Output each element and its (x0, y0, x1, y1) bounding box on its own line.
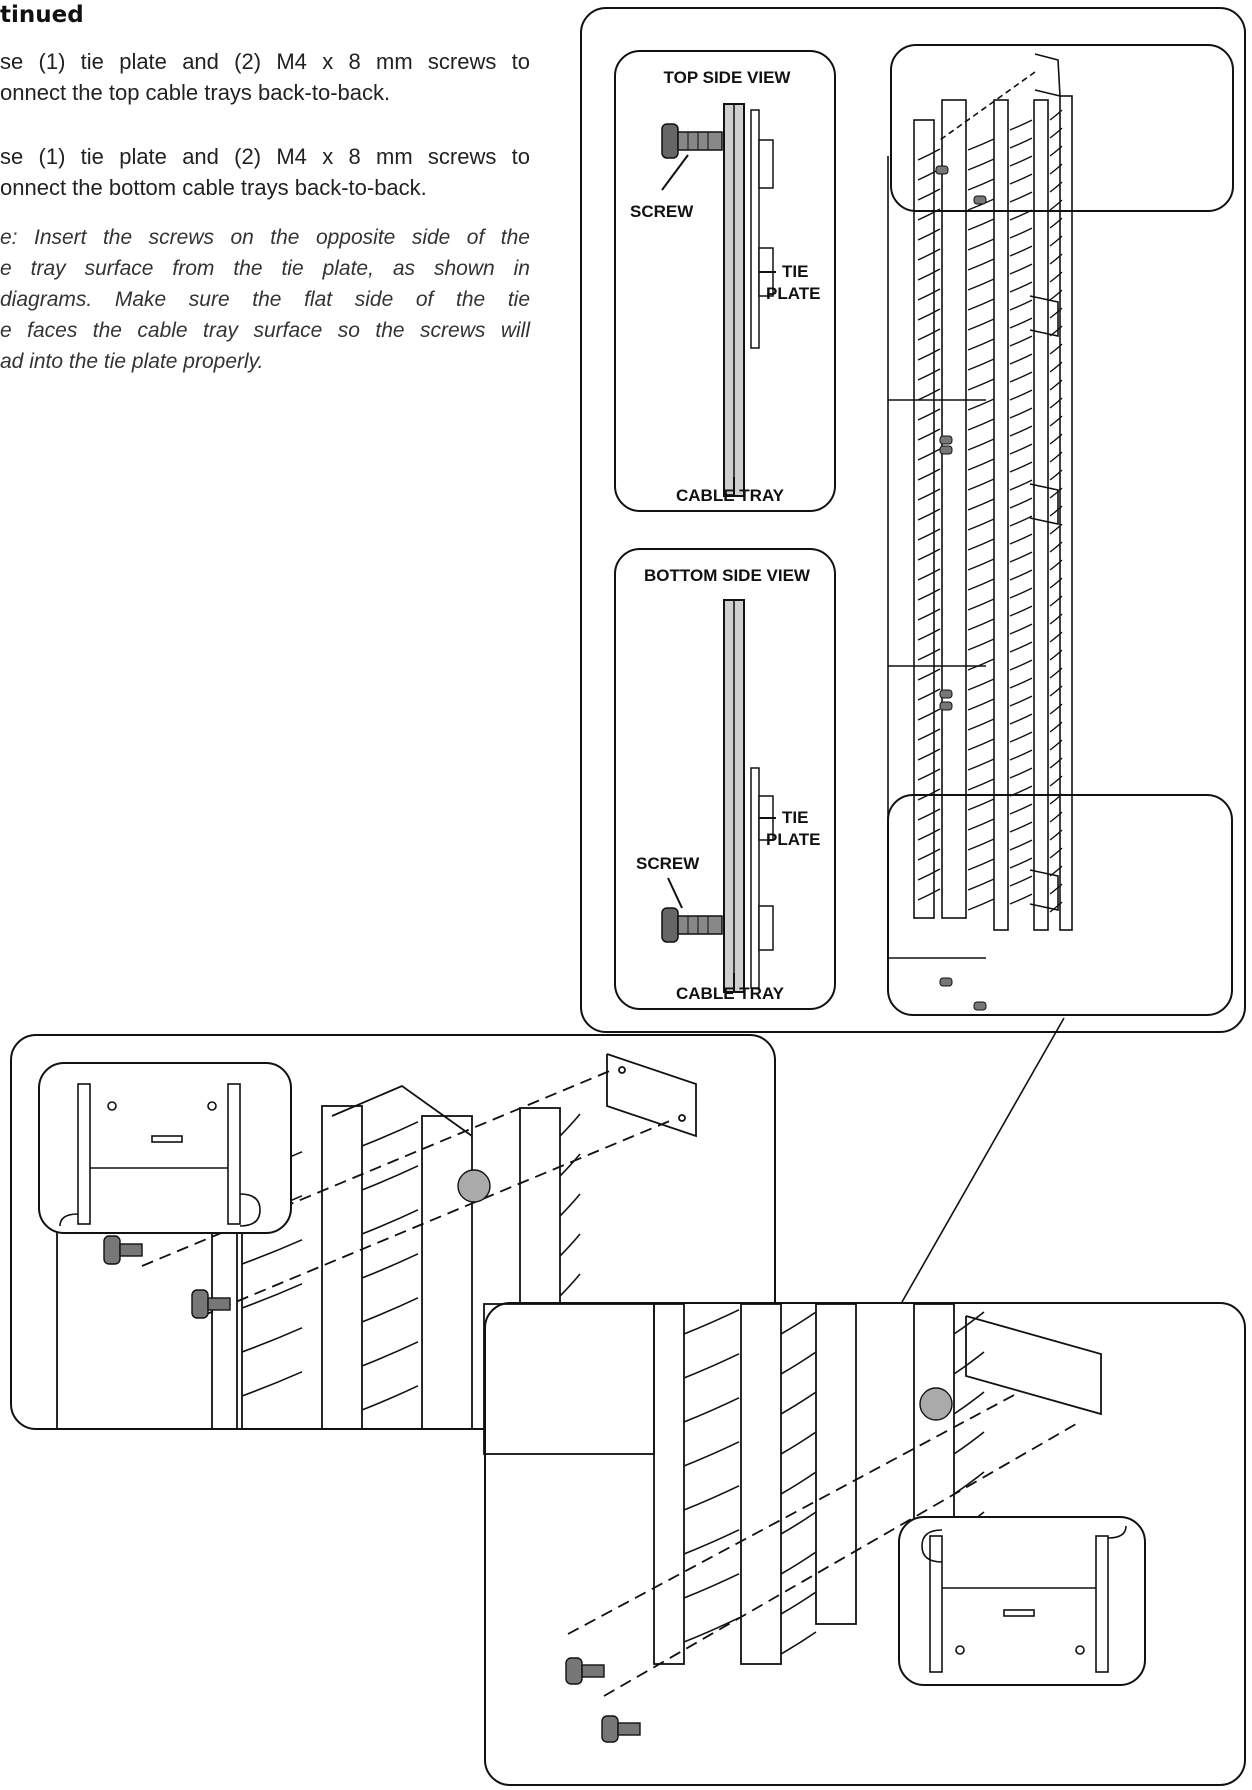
top-view-tie-label: TIE (782, 262, 809, 281)
tie-plate-section (750, 767, 760, 989)
note-line-3: diagrams. Make sure the flat side of the… (0, 288, 530, 311)
section-heading: tinued (0, 2, 84, 28)
top-side-view-drawing (661, 103, 776, 497)
enlarged-top-detail-drawing (56, 1053, 697, 1428)
screw-leader (661, 154, 689, 191)
step-bottom-trays: se (1) tie plate and (2) M4 x 8 mm screw… (0, 141, 530, 203)
top-inset-panel (38, 1062, 292, 1234)
top-view-screw-label: SCREW (630, 202, 694, 221)
callout-connector (901, 1017, 1065, 1303)
top-view-title: TOP SIDE VIEW (663, 68, 791, 87)
tie-plate-section (750, 109, 760, 349)
step-top-trays: se (1) tie plate and (2) M4 x 8 mm screw… (0, 46, 530, 108)
screw-shape (661, 907, 723, 943)
bottom-view-plate-label: PLATE (766, 830, 821, 849)
bottom-view-title: BOTTOM SIDE VIEW (644, 566, 810, 585)
tie-plate-nut-lower (758, 905, 774, 951)
note-line-2: e tray surface from the tie plate, as sh… (0, 257, 530, 280)
note-line-4: e faces the cable tray surface so the sc… (0, 319, 530, 342)
install-note: e: Insert the screws on the opposite sid… (0, 222, 530, 377)
top-view-plate-label: PLATE (766, 284, 821, 303)
enlarged-bottom-detail-panel (483, 1302, 1246, 1786)
note-line-1: e: Insert the screws on the opposite sid… (0, 226, 530, 249)
step-top-trays-line-1: se (1) tie plate and (2) M4 x 8 mm screw… (0, 49, 530, 74)
bottom-side-view-panel: BOTTOM SIDE VIEW TIE PLATE SCREW CABLE T… (614, 548, 836, 1010)
cable-fingers (917, 109, 1063, 913)
step-bottom-trays-line-1: se (1) tie plate and (2) M4 x 8 mm screw… (0, 144, 530, 169)
enlarged-screws (103, 1169, 491, 1319)
bottom-view-tie-label: TIE (782, 808, 809, 827)
screw-shape (661, 123, 723, 159)
top-detail-highlight (890, 44, 1234, 212)
top-side-view-panel: TOP SIDE VIEW SCREW TIE PLATE CABLE TRAY (614, 50, 836, 512)
bottom-inset-drawing (921, 1525, 1127, 1673)
note-line-5: ad into the tie plate properly. (0, 350, 264, 373)
step-bottom-trays-line-2: onnect the bottom cable trays back-to-ba… (0, 175, 427, 200)
enlarged-bottom-detail-drawing (483, 1303, 1102, 1743)
bottom-side-view-drawing (661, 599, 776, 993)
screws-tower (935, 165, 987, 1011)
bottom-screws (565, 1387, 953, 1743)
bottom-view-cable-tray-label: CABLE TRAY (676, 984, 784, 1003)
bottom-view-screw-label: SCREW (636, 854, 700, 873)
top-inset-drawing (59, 1083, 261, 1227)
screw-leader (667, 877, 683, 909)
bottom-inset-panel (898, 1516, 1146, 1686)
tie-plate-nut-upper (758, 139, 774, 189)
step-top-trays-line-2: onnect the top cable trays back-to-back. (0, 80, 391, 105)
top-view-cable-tray-label: CABLE TRAY (676, 486, 784, 505)
